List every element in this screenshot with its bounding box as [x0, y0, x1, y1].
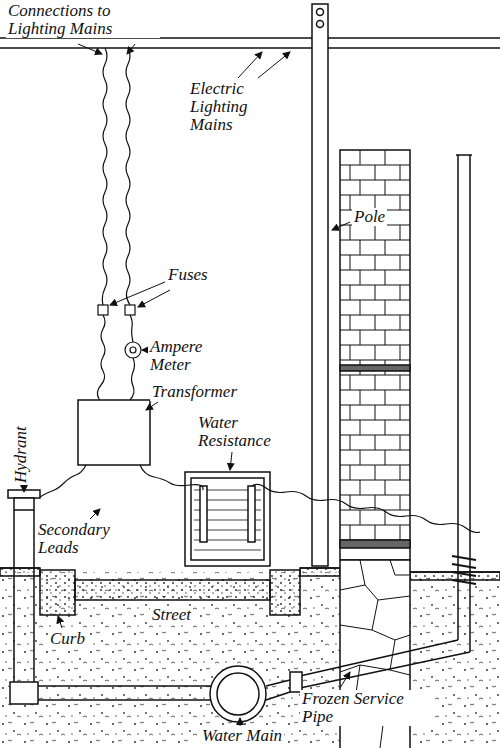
leads-label: Secondary Leads — [36, 521, 110, 557]
transformer-label: Transformer — [150, 383, 239, 401]
street-slab — [75, 580, 270, 600]
curb-right — [270, 570, 300, 615]
ampere-meter — [125, 342, 141, 358]
main-label: Water Main — [200, 727, 284, 745]
hydrant-label: Hydrant — [12, 424, 30, 485]
curb-left — [40, 570, 75, 615]
hydrant — [8, 490, 212, 704]
service-pipe-label: Frozen Service Pipe — [300, 690, 434, 726]
leader-lines — [24, 44, 350, 726]
brick-wall — [340, 150, 410, 560]
transformer-box — [78, 400, 150, 465]
water-main — [210, 666, 290, 722]
lighting-mains — [0, 38, 500, 48]
fuses-label: Fuses — [166, 266, 210, 284]
primary-wires — [96, 48, 141, 414]
ground — [0, 568, 500, 748]
meter-label: Ampere Meter — [148, 338, 232, 374]
connections-label: Connections to Lighting Mains — [6, 2, 160, 38]
resistance-label: Water Resistance — [196, 414, 292, 450]
pole-label: Pole — [352, 208, 387, 226]
street-label: Street — [150, 606, 193, 624]
service-pipe — [290, 155, 476, 692]
pole — [312, 4, 328, 566]
water-resistance-tank — [185, 472, 270, 566]
curb-label: Curb — [48, 630, 87, 648]
mains-label: Electric Lighting Mains — [188, 80, 272, 134]
